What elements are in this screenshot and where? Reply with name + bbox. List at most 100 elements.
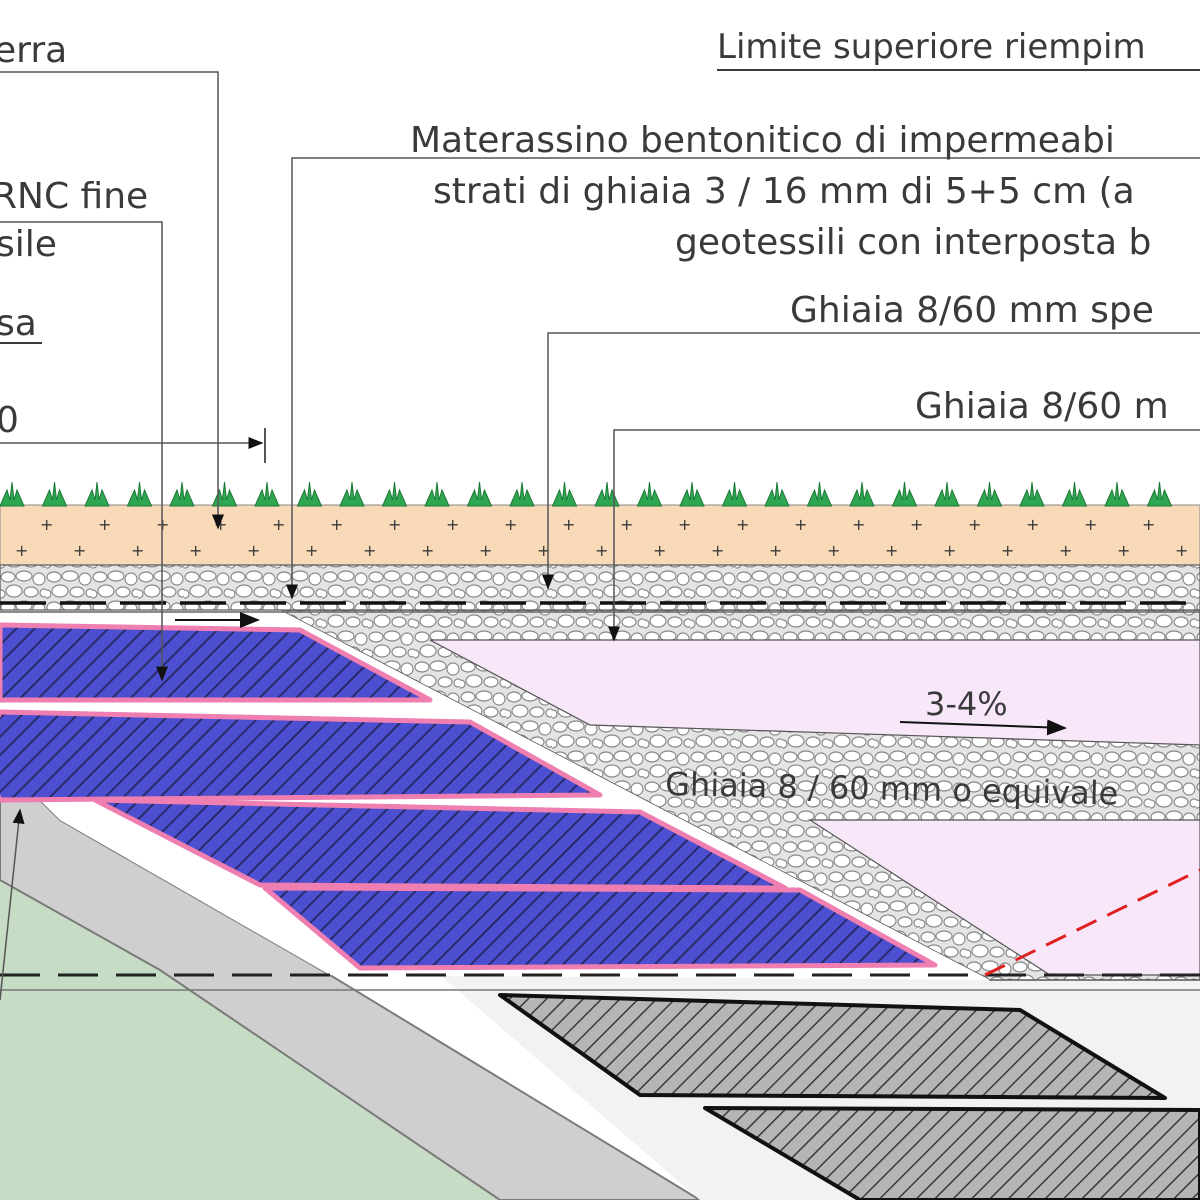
soil-cross: + [595,541,608,560]
grass-tuft [339,481,365,507]
grass-tuft [211,481,238,507]
soil-cross: + [73,541,86,560]
grass-tuft [934,481,960,507]
leader-line-ghiaia-spe [542,332,1200,590]
soil-cross: + [794,515,807,534]
grass-tuft [891,481,918,507]
soil-cross: + [885,541,898,560]
grass-tuft [509,481,535,507]
soil-cross: + [736,515,749,534]
soil-cross: + [446,515,459,534]
grass-tuft [1104,481,1130,507]
grass-tuft [466,481,493,507]
soil-cross: + [562,515,575,534]
grass-tuft [296,481,323,507]
soil-cross: + [479,541,492,560]
pink-fill-upper [429,639,1200,746]
grass-tuft [84,481,110,507]
label-ghiaia-spe: Ghiaia 8/60 mm spe [790,290,1154,331]
slope-arrow [899,719,1067,736]
leader-line-lower [0,808,25,1001]
grass-tuft [849,481,875,507]
label-ghiaia-m: Ghiaia 8/60 m [915,386,1169,427]
old-cell-1 [498,993,1167,1100]
grass-tuft [126,481,153,507]
leader-line-ghiaia-m [608,429,1200,642]
soil-cross: + [968,515,981,534]
grass-tuft [1146,481,1173,507]
grass-tuft [679,481,705,507]
natural-ground [0,880,500,1200]
soil-cross: + [504,515,517,534]
grass-tuft [41,481,68,507]
soil-cross: + [330,515,343,534]
grass-tuft [254,481,280,507]
waste-cell-2 [0,709,603,803]
leader-line-rnc [0,221,168,682]
grass-tuft [976,481,1003,507]
soil-cross: + [653,541,666,560]
soil-cross: + [305,541,318,560]
grass-tuft [721,481,748,507]
label-ghiaia-equivalente: Ghiaia 8 / 60 mm o equivale [665,765,1119,812]
soil-layer [0,504,1200,566]
label-materassino-line2: strati di ghiaia 3 / 16 mm di 5+5 cm (a [433,171,1135,212]
pink-fill-lower [807,819,1200,976]
waste-cell-4 [262,885,938,971]
grass-tuft [551,481,578,507]
soil-cross: + [98,515,111,534]
soil-cross: + [1084,515,1097,534]
soil-cross: + [827,541,840,560]
soil-cross: + [40,515,53,534]
label-slope: 3-4% [925,685,1008,723]
soil-cross: + [943,541,956,560]
soil-cross: + [272,515,285,534]
leader-line-terra [0,71,224,530]
soil-cross: + [910,515,923,534]
soil-cross: + [131,541,144,560]
grass-tuft [806,481,833,507]
grass-tuft [0,481,25,507]
label-sa: sa [0,303,37,344]
grass-tuft [1061,481,1088,507]
soil-cross: + [1059,541,1072,560]
old-cell-2 [703,1106,1200,1200]
label-zero: 0 [0,400,19,441]
soil-cross: + [1117,541,1130,560]
grass-tuft [764,481,790,507]
leader-line-materassino [286,157,1200,600]
red-dashed-line [984,868,1200,977]
grass-tuft [424,481,450,507]
label-sile: sile [0,224,57,265]
grass-tuft [381,481,408,507]
soil-cross: + [421,541,434,560]
soil-cross: + [620,515,633,534]
soil-cross: + [537,541,550,560]
soil-cross: + [852,515,865,534]
soil-cross: + [214,515,227,534]
label-materassino-line1: Materassino bentonitico di impermeabi [410,120,1115,161]
soil-cross: + [363,541,376,560]
label-rnc-fine: RNC fine [0,176,148,217]
soil-cross: + [1175,541,1188,560]
soil-cross: + [189,541,202,560]
soil-cross: + [1001,541,1014,560]
soil-cross: + [769,541,782,560]
grass-tuft [594,481,620,507]
label-limite-superiore: Limite superiore riempim [717,27,1146,67]
grass-tuft [169,481,195,507]
soil-cross: + [247,541,260,560]
soil-cross: + [711,541,724,560]
waste-cell-1 [0,622,433,703]
soil-cross: + [1142,515,1155,534]
soil-cross: + [678,515,691,534]
soil-cross: + [388,515,401,534]
label-terra: erra [0,30,67,71]
soil-cross: + [15,541,28,560]
soil-cross: + [1026,515,1039,534]
grass-layer [0,481,1173,507]
label-materassino-line3: geotessili con interposta b [675,222,1151,263]
grass-tuft [1019,481,1045,507]
grass-tuft [636,481,663,507]
